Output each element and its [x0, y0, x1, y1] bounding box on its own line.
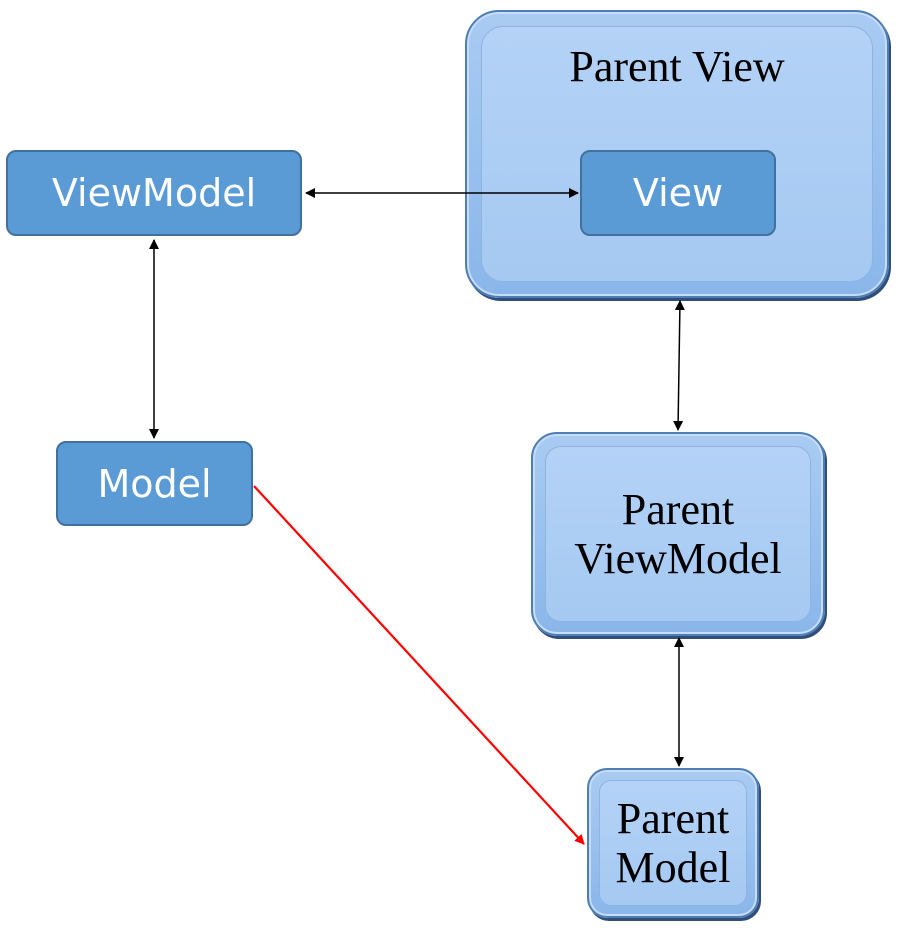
parent-model-label: Parent Model — [599, 780, 747, 906]
parent-model-inner — [599, 780, 747, 906]
view-node: View — [580, 150, 776, 236]
parent-viewmodel-inner — [545, 446, 811, 622]
parentview-parentviewmodel-connector — [673, 300, 685, 431]
parent-viewmodel-label: Parent ViewModel — [545, 446, 811, 622]
parent-model-line-2: Model — [615, 843, 731, 892]
parent-view-title: Parent View — [569, 42, 785, 92]
model-node: Model — [56, 441, 253, 526]
parent-viewmodel-line-1: Parent — [621, 484, 735, 534]
viewmodel-node: ViewModel — [6, 150, 302, 236]
parent-viewmodel-line-2: ViewModel — [574, 534, 782, 583]
parent-model-line-1: Parent — [616, 793, 730, 843]
model-parentmodel-connector — [253, 485, 585, 845]
